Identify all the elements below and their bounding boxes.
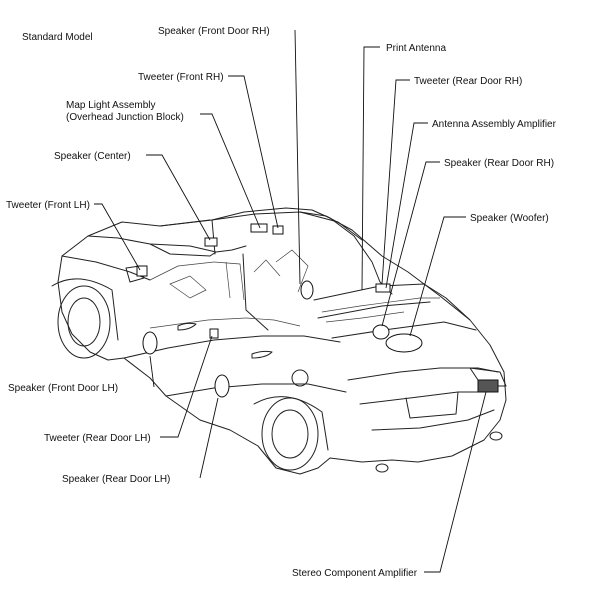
label-speaker-woofer: Speaker (Woofer) — [470, 213, 549, 224]
label-map-light-assembly: Map Light Assembly — [66, 100, 156, 111]
map-light-part — [250, 223, 268, 233]
antenna-amplifier-part — [375, 283, 391, 293]
label-speaker-front-door-lh: Speaker (Front Door LH) — [8, 383, 118, 394]
speaker-front-door-lh-part — [142, 331, 158, 355]
label-speaker-rear-door-lh: Speaker (Rear Door LH) — [62, 474, 170, 485]
label-stereo-component-amplifier: Stereo Component Amplifier — [292, 568, 418, 579]
label-speaker-front-door-rh: Speaker (Front Door RH) — [158, 26, 270, 37]
components — [136, 223, 499, 398]
labels: Speaker (Front Door RH) Print Antenna Tw… — [6, 26, 557, 579]
label-map-light-assembly-sub: (Overhead Junction Block) — [66, 112, 184, 123]
label-tweeter-front-lh: Tweeter (Front LH) — [6, 200, 90, 211]
car-illustration — [51, 207, 507, 475]
label-tweeter-front-rh: Tweeter (Front RH) — [138, 72, 224, 83]
tweeter-rear-door-lh-part — [209, 328, 219, 339]
speaker-woofer-part — [385, 333, 423, 353]
speaker-rear-door-rh-part — [372, 324, 390, 340]
speaker-rear-door-lh-part — [214, 374, 230, 398]
label-print-antenna: Print Antenna — [386, 43, 446, 54]
speaker-front-door-rh-part — [300, 280, 314, 300]
tweeter-front-lh-part — [136, 265, 148, 277]
model-label: Standard Model — [22, 32, 93, 43]
label-tweeter-rear-door-rh: Tweeter (Rear Door RH) — [414, 76, 522, 87]
label-speaker-rear-door-rh: Speaker (Rear Door RH) — [444, 158, 554, 169]
speaker-center-part — [204, 237, 218, 247]
label-antenna-assembly-amplifier: Antenna Assembly Amplifier — [432, 119, 557, 130]
leader-lines — [94, 29, 487, 573]
stereo-amplifier-part — [477, 379, 499, 393]
label-speaker-center: Speaker (Center) — [54, 151, 131, 162]
label-tweeter-rear-door-lh: Tweeter (Rear Door LH) — [44, 433, 151, 444]
